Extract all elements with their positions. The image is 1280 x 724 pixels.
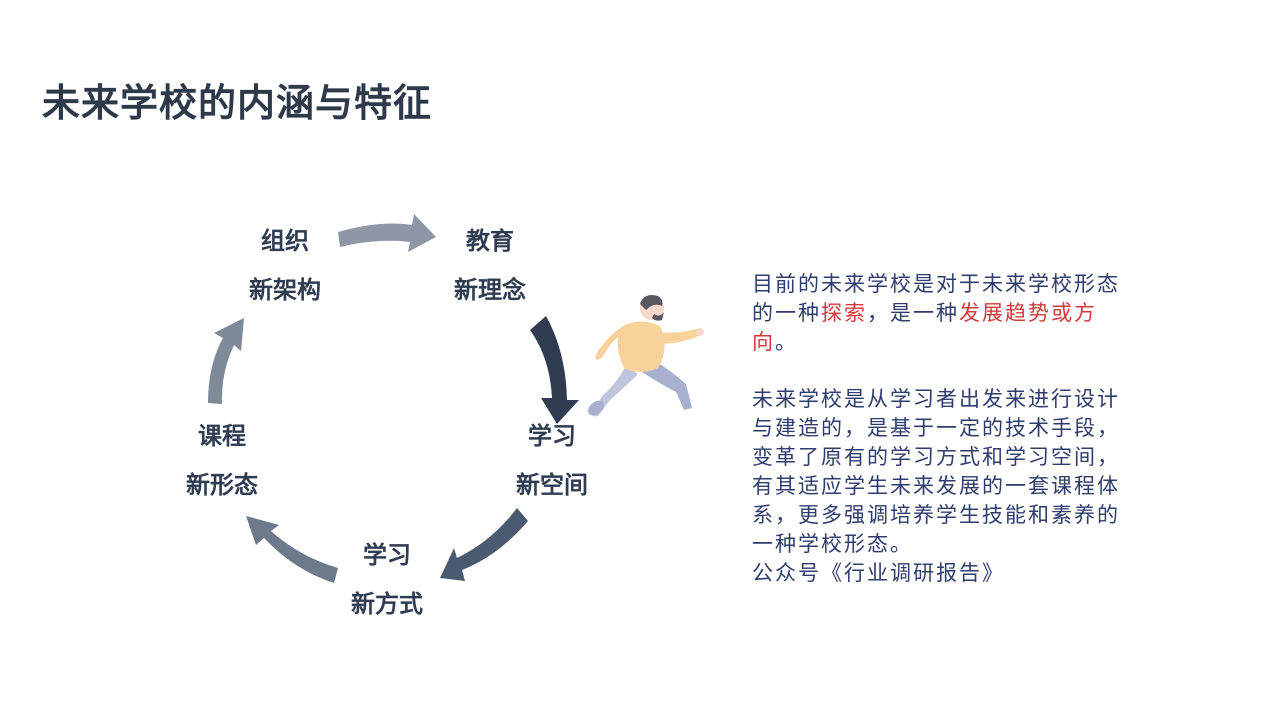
node-line1: 组织	[261, 227, 309, 255]
source-attribution: 公众号《行业调研报告》	[752, 561, 1005, 585]
arrow-method-to-course	[246, 516, 338, 583]
running-person-icon	[580, 288, 720, 428]
node-line1: 教育	[466, 227, 514, 255]
node-line2: 新架构	[249, 276, 321, 304]
cycle-node-learning-space: 学习 新空间	[472, 412, 632, 510]
description-intro-text: 目前的未来学校是对于未来学校形态的一种探索，是一种发展趋势或方向。	[752, 270, 1132, 357]
intro-text-3: 。	[775, 330, 798, 354]
intro-text-2: ，是一种	[867, 301, 959, 325]
intro-text-1: 目前的未来学校是对于未来学校形态的一种	[752, 272, 1120, 325]
node-line1: 学习	[528, 422, 576, 450]
cycle-node-education: 教育 新理念	[410, 217, 570, 315]
arrow-edu-to-space	[530, 316, 579, 424]
highlight-trend: 发展趋势或方向	[752, 301, 1097, 354]
page-title: 未来学校的内涵与特征	[42, 81, 433, 125]
node-line1: 课程	[198, 422, 246, 450]
arrow-org-to-edu	[338, 214, 436, 252]
node-line2: 新理念	[454, 276, 526, 304]
node-line2: 新空间	[516, 471, 588, 499]
arrow-course-to-org	[208, 318, 244, 404]
node-line2: 新方式	[351, 590, 423, 618]
highlight-explore: 探索	[821, 301, 867, 325]
cycle-node-curriculum: 课程 新形态	[142, 412, 302, 510]
cycle-node-learning-method: 学习 新方式	[307, 531, 467, 629]
node-line1: 学习	[363, 541, 411, 569]
description-detail: 未来学校是从学习者出发来进行设计与建造的，是基于一定的技术手段，变革了原有的学习…	[752, 385, 1132, 588]
arrow-space-to-method	[440, 508, 528, 581]
description-detail-text: 未来学校是从学习者出发来进行设计与建造的，是基于一定的技术手段，变革了原有的学习…	[752, 387, 1120, 556]
node-line2: 新形态	[186, 471, 258, 499]
cycle-node-organization: 组织 新架构	[205, 217, 365, 315]
description-intro: 目前的未来学校是对于未来学校形态的一种探索，是一种发展趋势或方向。	[752, 270, 1132, 357]
